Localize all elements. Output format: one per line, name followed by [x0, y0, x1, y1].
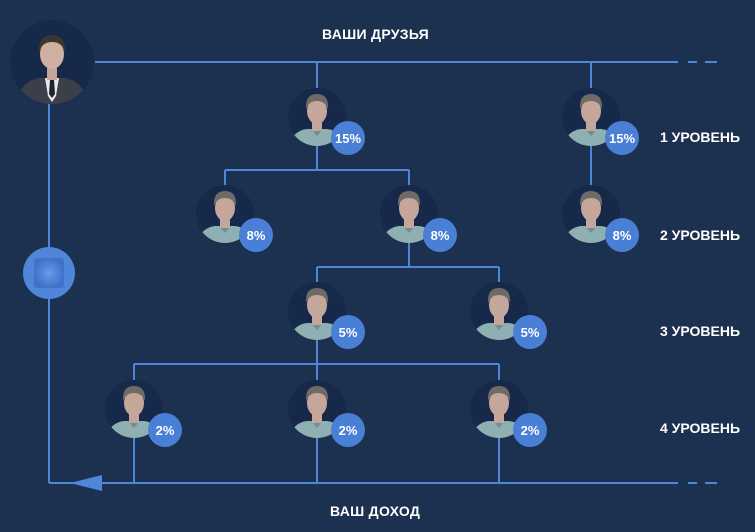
percent-badge-text: 2%	[156, 423, 175, 438]
friend-avatar-icon	[288, 88, 346, 146]
friends-group: 15% 15% 8% 8% 8% 5% 5% 2% 2% 2%	[105, 88, 639, 447]
percent-badge-text: 15%	[335, 131, 361, 146]
level-label-3: 3 УРОВЕНЬ	[660, 323, 741, 339]
percent-badge-text: 5%	[521, 325, 540, 340]
percent-badge-text: 5%	[339, 325, 358, 340]
level-label-4: 4 УРОВЕНЬ	[660, 420, 741, 436]
friend-node: 8%	[562, 185, 639, 252]
percent-badge: 5%	[331, 315, 365, 349]
percent-badge: 5%	[513, 315, 547, 349]
level-label-1: 1 УРОВЕНЬ	[660, 129, 741, 145]
percent-badge: 2%	[148, 413, 182, 447]
connector-lines	[48, 61, 717, 484]
percent-badge: 8%	[423, 218, 457, 252]
friend-node: 2%	[288, 380, 365, 447]
friend-avatar-icon	[288, 380, 346, 438]
percent-badge-text: 2%	[521, 423, 540, 438]
percent-badge-text: 15%	[609, 131, 635, 146]
arrow-left-icon	[70, 475, 102, 491]
friend-node: 5%	[288, 282, 365, 349]
friend-node: 2%	[470, 380, 547, 447]
friend-avatar-icon	[562, 185, 620, 243]
header-title: ВАШИ ДРУЗЬЯ	[322, 26, 430, 42]
income-node-icon	[23, 247, 75, 299]
percent-badge: 2%	[331, 413, 365, 447]
percent-badge: 15%	[331, 121, 365, 155]
percent-badge: 8%	[239, 218, 273, 252]
businessman-icon	[10, 20, 94, 104]
percent-badge: 15%	[605, 121, 639, 155]
percent-badge-text: 8%	[431, 228, 450, 243]
footer-title: ВАШ ДОХОД	[330, 503, 421, 519]
friend-node: 5%	[470, 282, 547, 349]
percent-badge-text: 8%	[613, 228, 632, 243]
percent-badge: 8%	[605, 218, 639, 252]
percent-badge-text: 8%	[247, 228, 266, 243]
friend-avatar-icon	[288, 282, 346, 340]
friend-node: 15%	[288, 88, 365, 155]
percent-badge: 2%	[513, 413, 547, 447]
friend-node: 8%	[380, 185, 457, 252]
percent-badge-text: 2%	[339, 423, 358, 438]
friend-node: 15%	[562, 88, 639, 155]
friend-node: 8%	[196, 185, 273, 252]
level-label-2: 2 УРОВЕНЬ	[660, 227, 741, 243]
friend-node: 2%	[105, 380, 182, 447]
